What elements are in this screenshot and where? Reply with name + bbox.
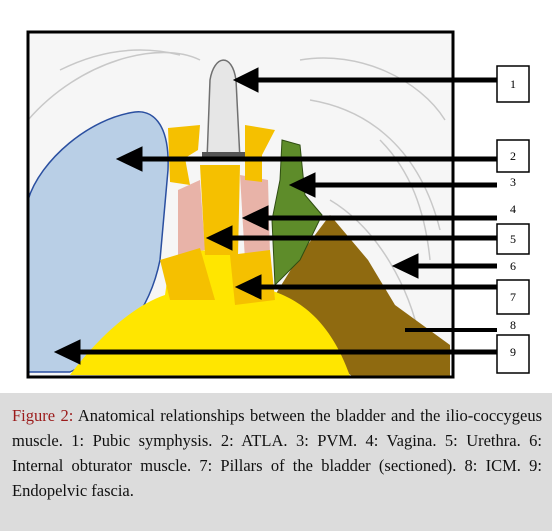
label-boxes: 1 2 3 4 5 6 7 8 9 bbox=[496, 65, 530, 374]
label-box-9 bbox=[496, 334, 530, 374]
arrow-5-head bbox=[205, 225, 233, 251]
label-9: 9 bbox=[510, 345, 516, 359]
pillar-right bbox=[230, 250, 275, 305]
label-3: 3 bbox=[510, 175, 516, 189]
figure-frame bbox=[26, 30, 455, 379]
arrows bbox=[53, 67, 497, 365]
arrow-2-head bbox=[115, 146, 143, 172]
anatomy-diagram: 1 2 3 4 5 6 7 8 9 bbox=[0, 0, 552, 393]
pubic-symphysis bbox=[206, 59, 241, 161]
label-box-1 bbox=[496, 65, 530, 103]
label-5: 5 bbox=[510, 232, 516, 246]
label-2: 2 bbox=[510, 149, 516, 163]
label-1: 1 bbox=[510, 77, 516, 91]
atla-left bbox=[168, 125, 200, 185]
arrow-4-head bbox=[241, 205, 269, 231]
arrow-9-head bbox=[53, 339, 81, 365]
arrow-3-head bbox=[288, 172, 316, 198]
label-box-5 bbox=[496, 223, 530, 255]
pelvic-floor-yellow bbox=[70, 250, 350, 376]
arrow-6-head bbox=[391, 253, 419, 279]
vagina-left bbox=[178, 180, 205, 255]
caption-text: Anatomical relationships between the bla… bbox=[12, 406, 542, 500]
caption-box: Figure 2: Anatomical relationships betwe… bbox=[0, 393, 552, 531]
label-8: 8 bbox=[510, 318, 516, 332]
label-7: 7 bbox=[510, 290, 516, 304]
label-4: 4 bbox=[510, 202, 516, 216]
arrow-1-head bbox=[232, 67, 259, 93]
pillar-left bbox=[160, 248, 215, 300]
figure-label: Figure 2: bbox=[12, 406, 74, 425]
label-box-2 bbox=[496, 139, 530, 173]
atla-right bbox=[245, 125, 275, 182]
pvm-muscle bbox=[271, 139, 323, 287]
label-6: 6 bbox=[510, 259, 516, 273]
figure-caption: Figure 2: Anatomical relationships betwe… bbox=[12, 403, 542, 503]
arrow-7-head bbox=[234, 274, 262, 300]
label-box-7 bbox=[496, 279, 530, 315]
